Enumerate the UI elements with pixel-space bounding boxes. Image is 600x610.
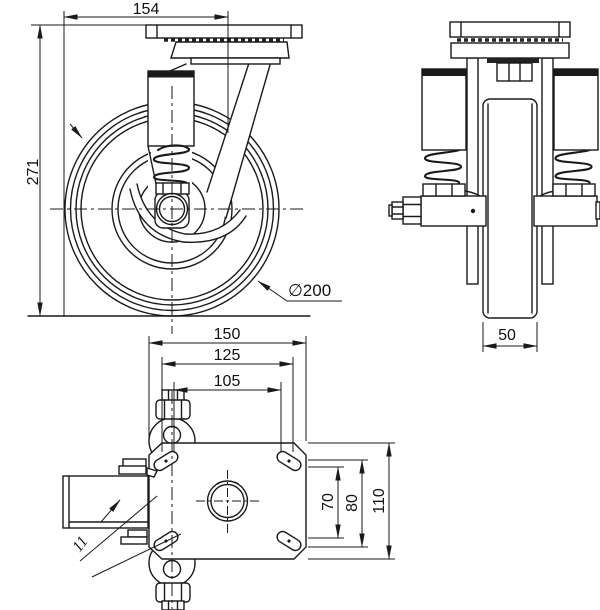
- adjuster-nut-top: [155, 389, 191, 420]
- dimension-slot-width-11: 11: [69, 495, 182, 578]
- bolt-slot-upper-right: [276, 450, 302, 472]
- dimension-bolt-125: 125: [161, 347, 294, 452]
- fork-leg-left: [466, 57, 479, 285]
- dim-label-105: 105: [214, 373, 241, 390]
- wheel-side: [482, 98, 538, 319]
- kingpin-nut: [496, 62, 533, 82]
- dim-label-70: 70: [320, 493, 337, 511]
- dim-label-11: 11: [69, 533, 92, 555]
- dimension-height-271: 271: [25, 24, 147, 317]
- dimension-plate-150: 150: [148, 326, 307, 441]
- dim-label-110: 110: [371, 488, 388, 514]
- kingpin-cap: [487, 58, 539, 63]
- top-plate-front: [145, 24, 303, 65]
- side-view: [388, 21, 600, 319]
- brake-lever-top-view: [62, 458, 158, 545]
- dim-label-80: 80: [344, 494, 361, 512]
- axle-bolt-side: [388, 196, 600, 225]
- spring-housing-right: [553, 68, 599, 151]
- top-plate-side: [449, 21, 571, 82]
- front-view: [27, 24, 311, 334]
- dimension-span-80: 80: [308, 459, 368, 548]
- dimension-width-154: 154: [63, 1, 229, 316]
- swivel-housing-front: [170, 41, 290, 59]
- dimension-span-70: 70: [308, 466, 344, 539]
- bolt-slot-lower-right: [276, 530, 302, 552]
- dim-label-diameter-200: ∅200: [288, 281, 331, 300]
- dim-label-50: 50: [498, 327, 516, 344]
- axle-block-right: [533, 183, 598, 227]
- dimension-wheel-diameter-200: ∅200: [257, 280, 342, 302]
- dim-label-154: 154: [133, 1, 160, 18]
- dim-label-125: 125: [214, 347, 241, 364]
- dimension-wheel-width-50: 50: [482, 322, 538, 352]
- fork-leg-right: [541, 57, 554, 285]
- spring-housing-left: [421, 68, 467, 151]
- dimension-bolt-105: 105: [173, 373, 282, 452]
- center-hole: [196, 470, 259, 533]
- grease-fitting-dot: [470, 208, 476, 214]
- tread-leader-arrow: [69, 123, 83, 139]
- dimension-depth-110: 110: [308, 442, 395, 560]
- dim-label-150: 150: [214, 326, 241, 343]
- dim-label-271: 271: [25, 159, 42, 186]
- adjuster-nut-bottom: [155, 582, 191, 610]
- spring-cylinder-front: [147, 70, 195, 147]
- swivel-housing-side: [450, 42, 570, 59]
- suspension-spring-front: [152, 144, 191, 186]
- plate-view: [62, 389, 307, 610]
